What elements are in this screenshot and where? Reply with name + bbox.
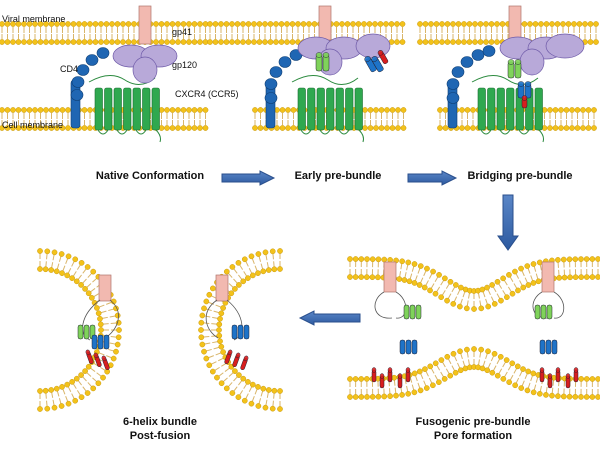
red-peptide-5a-2 bbox=[101, 355, 110, 370]
arrow-fusogenic-to-postfusion bbox=[300, 311, 360, 325]
cxcr4-2 bbox=[292, 75, 364, 142]
red-peptide-4a-4 bbox=[406, 368, 410, 383]
red-peptide-4a-2 bbox=[388, 368, 392, 383]
red-peptide-4a-0 bbox=[372, 368, 376, 383]
blue-bundle-4a bbox=[400, 340, 417, 354]
red-peptide-5b-2 bbox=[240, 355, 249, 370]
gp41-2 bbox=[319, 6, 331, 40]
red-peptide-4a-3 bbox=[398, 374, 402, 389]
cell-membrane-4 bbox=[347, 346, 600, 399]
viral-membrane-label: Viral membrane bbox=[2, 14, 65, 24]
cd4-label: CD4 bbox=[60, 64, 78, 74]
gp41-5a bbox=[99, 275, 111, 301]
red-peptide-4a-1 bbox=[380, 374, 384, 389]
blue-helix-3b bbox=[525, 82, 531, 99]
gp120-1 bbox=[113, 45, 177, 83]
blue-bundle-5b bbox=[232, 325, 249, 339]
gp120-lobe-2 bbox=[356, 34, 390, 58]
arrow-native-to-early bbox=[222, 171, 274, 185]
bridging-prebundle-title: Bridging pre-bundle bbox=[445, 170, 595, 182]
green-helix-3a bbox=[508, 60, 514, 79]
green-bundle-4a bbox=[404, 305, 421, 319]
arrow-bridging-to-fusogenic bbox=[498, 195, 518, 250]
gp120-2 bbox=[298, 37, 362, 75]
post-fusion-title: Post-fusion bbox=[90, 430, 230, 442]
blue-bundle-4b bbox=[540, 340, 557, 354]
cell-membrane-label: Cell membrane bbox=[2, 120, 63, 130]
gp41-4a bbox=[384, 262, 396, 292]
early-prebundle-title: Early pre-bundle bbox=[268, 170, 408, 182]
red-peptide-4b-2 bbox=[556, 368, 560, 383]
blue-bundle-5a bbox=[92, 335, 109, 349]
gp41-label: gp41 bbox=[172, 27, 192, 37]
gp120-label: gp120 bbox=[172, 60, 197, 70]
native-conformation-title: Native Conformation bbox=[75, 170, 225, 182]
gp41-5b bbox=[216, 275, 228, 301]
green-helix-2b bbox=[323, 53, 329, 72]
gp120-lobe-3 bbox=[546, 34, 584, 58]
blue-helix-3a bbox=[518, 82, 524, 99]
green-helix-2a bbox=[316, 53, 322, 72]
red-peptide-4b-0 bbox=[540, 368, 544, 383]
green-helix-3b bbox=[515, 60, 521, 79]
red-peptide-4b-1 bbox=[548, 374, 552, 389]
gp41-4b bbox=[542, 262, 554, 292]
linker-4a bbox=[375, 292, 406, 318]
cxcr4-1 bbox=[89, 75, 161, 142]
cxcr4-label: CXCR4 (CCR5) bbox=[175, 89, 239, 99]
red-peptide-4b-4 bbox=[574, 368, 578, 383]
gp41-1 bbox=[139, 6, 151, 44]
red-helix-3 bbox=[522, 96, 527, 109]
red-peptide-5b-1 bbox=[232, 352, 241, 367]
green-bundle-4b bbox=[535, 305, 552, 319]
fusogenic-prebundle-title: Fusogenic pre-bundle bbox=[388, 416, 558, 428]
six-helix-bundle-title: 6-helix bundle bbox=[90, 416, 230, 428]
gp41-3 bbox=[509, 6, 521, 40]
red-peptide-4b-3 bbox=[566, 374, 570, 389]
pore-formation-title: Pore formation bbox=[388, 430, 558, 442]
cxcr4-3 bbox=[472, 75, 544, 142]
